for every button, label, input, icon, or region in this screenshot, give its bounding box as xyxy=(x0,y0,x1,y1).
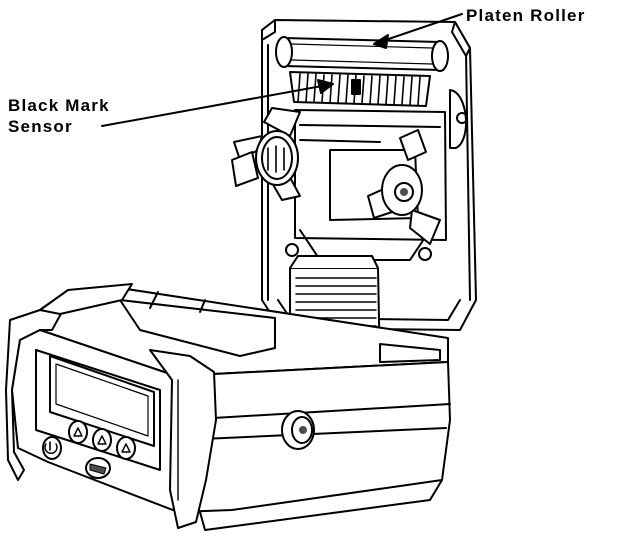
black-mark-sensor-label-line-1: Black Mark xyxy=(8,96,110,115)
power-button xyxy=(42,436,62,460)
lcd-display xyxy=(49,355,155,447)
black-mark-sensor-label-line-2: Sensor xyxy=(8,117,73,136)
black-mark-sensor-label: Black Mark Sensor xyxy=(8,95,110,137)
platen-leader-arrowhead xyxy=(373,34,389,49)
left-media-hub xyxy=(231,107,301,201)
callout-leaders xyxy=(101,13,463,127)
up-button-1 xyxy=(68,420,88,444)
platen-roller xyxy=(275,36,449,72)
platen-roller-label: Platen Roller xyxy=(466,5,586,26)
feed-button xyxy=(85,457,111,479)
up-button-2 xyxy=(92,428,112,452)
up-button-3 xyxy=(116,436,136,460)
control-panel xyxy=(35,349,161,479)
right-media-hub xyxy=(367,129,441,245)
platen-leader-line xyxy=(373,13,463,45)
sensor-leader-arrowhead xyxy=(317,79,334,94)
platen-roller-label-line: Platen Roller xyxy=(466,6,586,25)
sensor-leader-line xyxy=(101,83,334,127)
